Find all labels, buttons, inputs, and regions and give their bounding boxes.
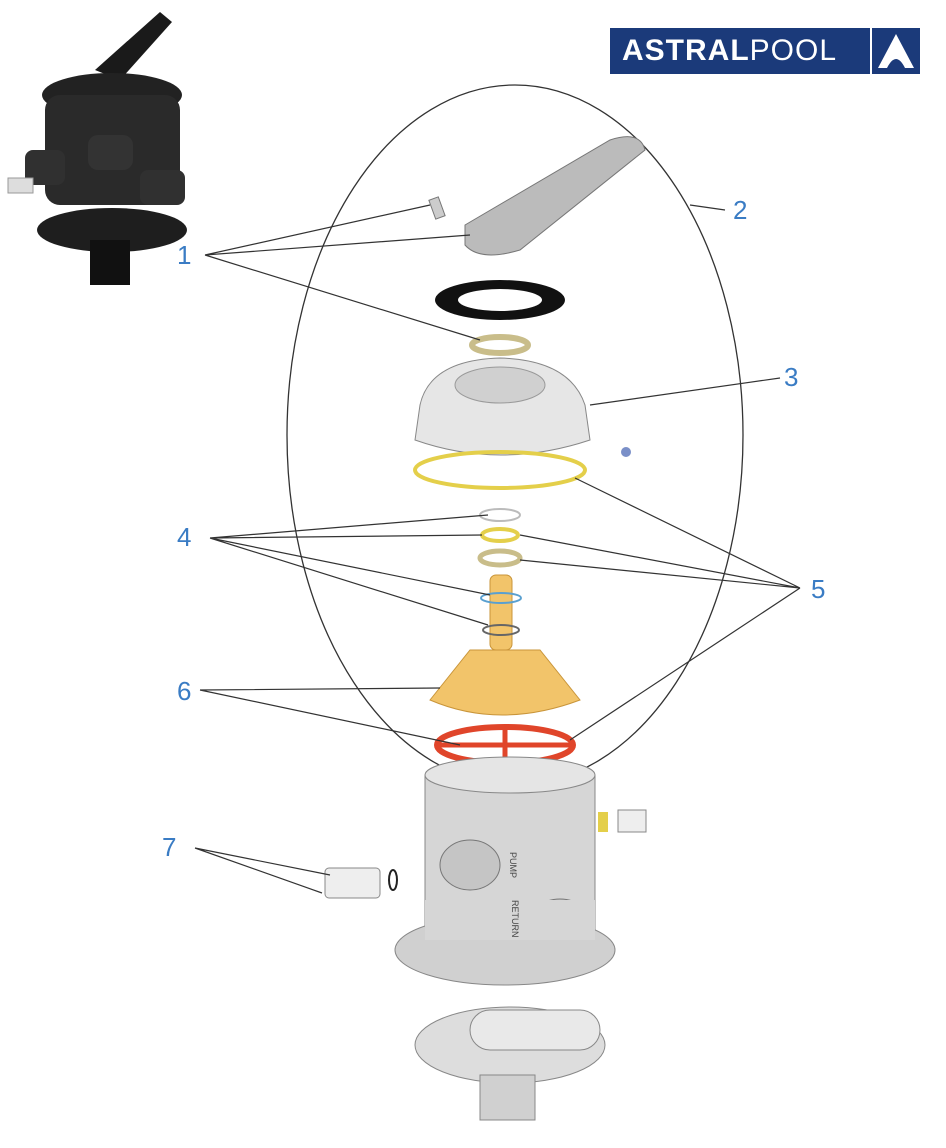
diffuser-part xyxy=(429,649,581,716)
logo-text-light: POOL xyxy=(749,34,838,67)
callout-7: 7 xyxy=(162,832,176,862)
callout-3: 3 xyxy=(784,362,798,392)
callout-6: 6 xyxy=(177,676,191,706)
callout-2: 2 xyxy=(733,195,747,225)
callout-1: 1 xyxy=(177,240,191,270)
pump-label: PUMP xyxy=(508,852,518,878)
callout-5: 5 xyxy=(811,574,825,604)
cover-oring-part xyxy=(413,450,587,490)
leader-lines xyxy=(194,204,801,894)
washer-part xyxy=(469,334,531,356)
return-label: RETURN xyxy=(510,900,520,938)
handle-part xyxy=(464,136,646,256)
union-part xyxy=(324,867,381,899)
valve-body-part: PUMP RETURN xyxy=(324,756,647,986)
logo-triangle-icon xyxy=(870,28,914,74)
callout-4: 4 xyxy=(177,522,191,552)
valve-product-photo xyxy=(7,12,187,285)
astralpool-logo: ASTRALPOOL xyxy=(610,28,920,74)
shaft-part xyxy=(489,574,513,651)
pin-part xyxy=(428,196,446,220)
screw-part xyxy=(621,447,631,457)
logo-text-bold: ASTRAL xyxy=(622,34,750,67)
base-part xyxy=(414,1006,606,1121)
